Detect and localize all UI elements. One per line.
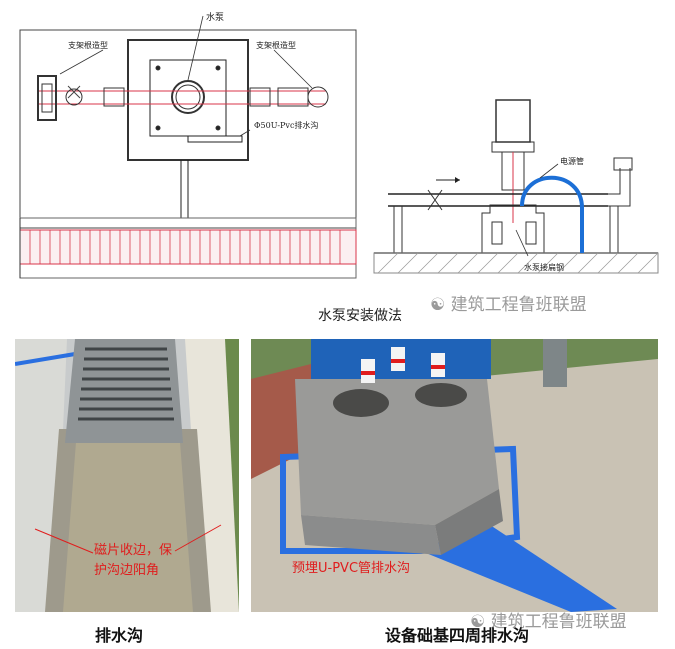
wechat-icon: ☯ — [430, 295, 446, 315]
label-pump: 水泵 — [206, 11, 224, 23]
trench-caption: 排水沟 — [95, 626, 144, 645]
elevation-view — [373, 99, 659, 274]
pump-base-caption: 设备础基四周排水沟 — [385, 626, 530, 645]
trench-hatching — [29, 230, 341, 264]
label-support-right: 支架根造型 — [256, 40, 296, 50]
leader-power — [539, 163, 559, 179]
label-power-pipe: 电源管 — [560, 156, 584, 166]
wechat-icon: ☯ — [470, 612, 486, 632]
drawing-caption: 水泵安装做法 — [318, 308, 402, 324]
label-ground-wire: 水泵接扁钢 — [524, 262, 564, 272]
trench-photo — [15, 339, 239, 612]
watermark-text: 建筑工程鲁班联盟 — [490, 612, 627, 632]
trench-callout: 磁片收边，保护沟边阳角 — [94, 543, 173, 578]
pump-installation-drawing: 水泵 支架根造型 支架根造型 Φ50U-Pvc排水沟 — [19, 11, 659, 279]
flow-arrowhead — [455, 177, 460, 183]
pump-base-callout: 预埋U-PVC管排水沟 — [292, 561, 411, 576]
plan-leaders — [59, 15, 313, 137]
leader-ground — [515, 229, 529, 257]
watermark-text: 建筑工程鲁班联盟 — [450, 295, 587, 315]
trench-illustration — [15, 339, 239, 612]
pump-base-illustration — [251, 339, 658, 612]
plan-view — [19, 29, 357, 279]
power-pipe — [520, 175, 584, 253]
ground-hatch — [377, 252, 659, 274]
label-support-left: 支架根造型 — [68, 40, 108, 50]
watermark-top: ☯ 建筑工程鲁班联盟 — [430, 290, 587, 315]
watermark-bottom: ☯ 建筑工程鲁班联盟 — [470, 607, 627, 632]
label-drain: Φ50U-Pvc排水沟 — [254, 120, 318, 130]
pump-base-photo — [251, 339, 658, 612]
